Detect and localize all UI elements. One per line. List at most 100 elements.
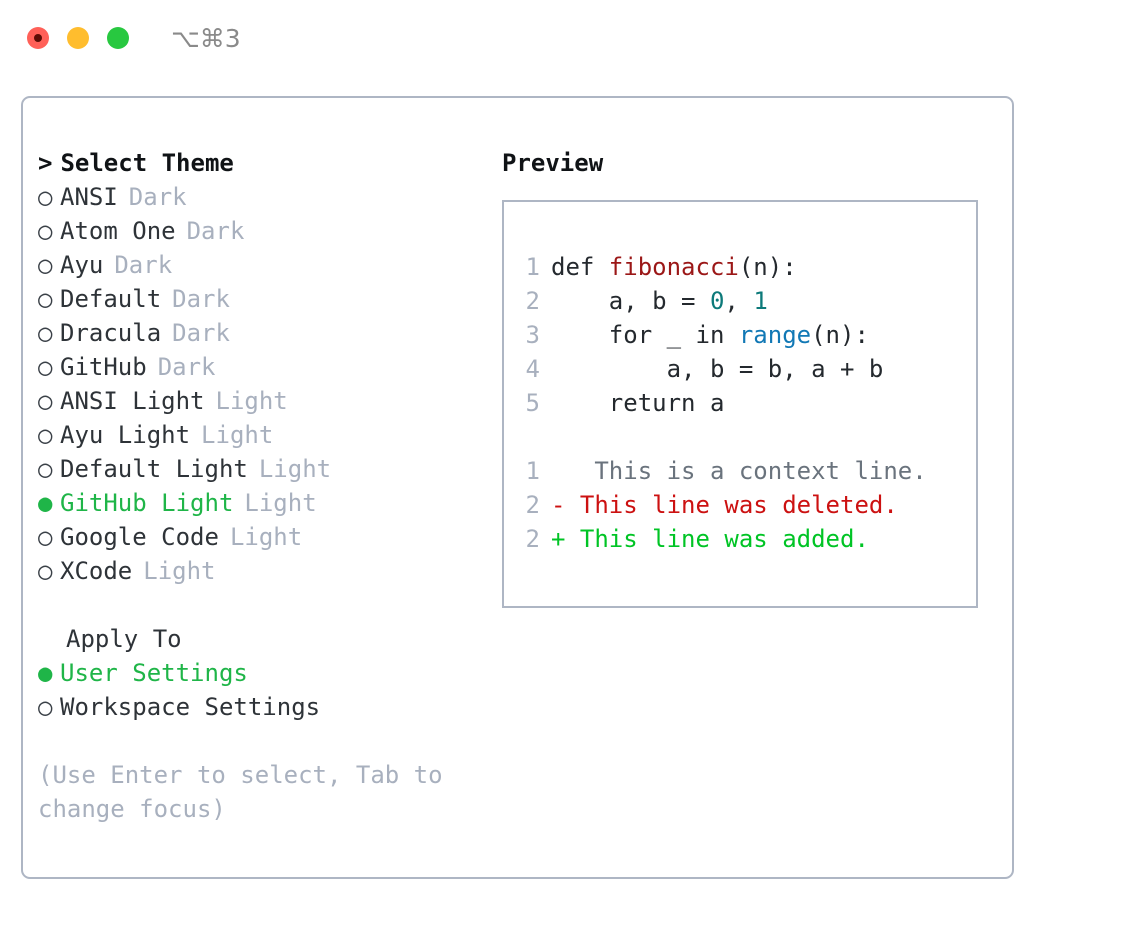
radio-unselected-icon: ○ — [38, 183, 53, 211]
theme-option-label: Google Code — [60, 523, 219, 551]
radio-unselected-icon: ○ — [38, 285, 53, 313]
radio-unselected-icon: ○ — [38, 693, 53, 721]
line-number: 2 — [525, 491, 540, 519]
diff-snippet: 1 This is a context line.2- This line wa… — [504, 454, 976, 556]
theme-option-github[interactable]: ○GitHub Dark — [38, 350, 508, 384]
keyboard-hint-text: (Use Enter to select, Tab to change focu… — [38, 758, 448, 826]
close-button-icon[interactable] — [27, 27, 49, 49]
code-token-func: fibonacci — [608, 253, 739, 281]
theme-option-label: Default Light — [60, 455, 248, 483]
theme-option-ansi[interactable]: ○ANSI Dark — [38, 180, 508, 214]
window-controls — [27, 27, 129, 49]
theme-variant-badge: Dark — [114, 251, 173, 279]
line-number: 1 — [525, 253, 540, 281]
radio-unselected-icon: ○ — [38, 421, 53, 449]
theme-option-label: ANSI — [60, 183, 118, 211]
code-line-content: a, b = b, a + b — [540, 352, 884, 386]
line-number: 3 — [525, 321, 540, 349]
code-line: 5 return a — [504, 386, 976, 420]
theme-option-label: GitHub — [60, 353, 147, 381]
theme-variant-badge: Dark — [172, 319, 230, 347]
section-spacer — [38, 588, 508, 622]
radio-unselected-icon: ○ — [38, 353, 53, 381]
code-line-content: return a — [540, 386, 725, 420]
diff-line-text: This line was added. — [565, 525, 869, 553]
diff-line-content: - This line was deleted. — [540, 488, 898, 522]
code-line: 4 a, b = b, a + b — [504, 352, 976, 386]
select-theme-heading-label: Select Theme — [60, 149, 234, 177]
code-token-plain: (n): — [811, 321, 869, 349]
line-number: 1 — [525, 457, 540, 485]
diff-marker: + — [551, 525, 566, 553]
code-token-plain: a, b = b, a + b — [551, 355, 884, 383]
code-token-plain: return a — [551, 389, 725, 417]
code-line-content: def fibonacci(n): — [540, 250, 797, 284]
code-token-num: 1 — [753, 287, 768, 315]
code-token-builtin: range — [738, 321, 812, 349]
prompt-caret-icon: > — [38, 149, 53, 177]
diff-marker: - — [551, 491, 566, 519]
radio-unselected-icon: ○ — [38, 523, 53, 551]
diff-line-add: 2+ This line was added. — [504, 522, 976, 556]
theme-variant-badge: Light — [201, 421, 274, 449]
code-token-plain: for _ in — [551, 321, 739, 349]
minimize-button-icon[interactable] — [67, 27, 89, 49]
diff-marker — [551, 457, 565, 485]
keyboard-hint-line-1: (Use Enter to select, Tab to — [38, 761, 443, 789]
apply-to-option-label: Workspace Settings — [60, 693, 321, 721]
code-line-content: a, b = 0, 1 — [540, 284, 768, 318]
diff-line-content: + This line was added. — [540, 522, 869, 556]
radio-selected-icon: ● — [38, 659, 53, 687]
line-number: 2 — [525, 287, 540, 315]
theme-variant-badge: Light — [244, 489, 317, 517]
apply-to-option-workspace-settings[interactable]: ○Workspace Settings — [38, 690, 508, 724]
diff-line-del: 2- This line was deleted. — [504, 488, 976, 522]
code-line-content: for _ in range(n): — [540, 318, 869, 352]
theme-variant-badge: Dark — [157, 353, 216, 381]
theme-variant-badge: Dark — [172, 285, 230, 313]
code-line: 3 for _ in range(n): — [504, 318, 976, 352]
theme-variant-badge: Dark — [128, 183, 187, 211]
radio-unselected-icon: ○ — [38, 557, 53, 585]
apply-to-heading: Apply To — [66, 625, 182, 653]
diff-line-ctx: 1 This is a context line. — [504, 454, 976, 488]
radio-unselected-icon: ○ — [38, 251, 53, 279]
theme-option-label: Dracula — [60, 319, 162, 347]
apply-to-list: ●User Settings○Workspace Settings — [38, 656, 508, 724]
keyboard-shortcut-label: ⌥⌘3 — [171, 23, 241, 53]
theme-option-ayu[interactable]: ○Ayu Dark — [38, 248, 508, 282]
keyboard-hint-line-2: change focus) — [38, 795, 226, 823]
code-token-plain: def — [551, 253, 609, 281]
code-token-plain: (n): — [738, 253, 797, 281]
diff-line-text: This is a context line. — [565, 457, 927, 485]
line-number: 2 — [525, 525, 540, 553]
theme-option-label: XCode — [60, 557, 133, 585]
theme-variant-badge: Light — [215, 387, 288, 415]
preview-heading: Preview — [502, 149, 604, 177]
theme-option-github-light[interactable]: ●GitHub Light Light — [38, 486, 508, 520]
theme-option-label: Ayu — [60, 251, 104, 279]
apply-to-option-user-settings[interactable]: ●User Settings — [38, 656, 508, 690]
line-number: 5 — [525, 389, 540, 417]
apply-to-option-label: User Settings — [60, 659, 248, 687]
theme-option-label: GitHub Light — [60, 489, 234, 517]
code-blank-line — [504, 420, 976, 454]
maximize-button-icon[interactable] — [107, 27, 129, 49]
theme-variant-badge: Light — [258, 455, 332, 483]
radio-selected-icon: ● — [38, 489, 53, 517]
radio-unselected-icon: ○ — [38, 387, 53, 415]
